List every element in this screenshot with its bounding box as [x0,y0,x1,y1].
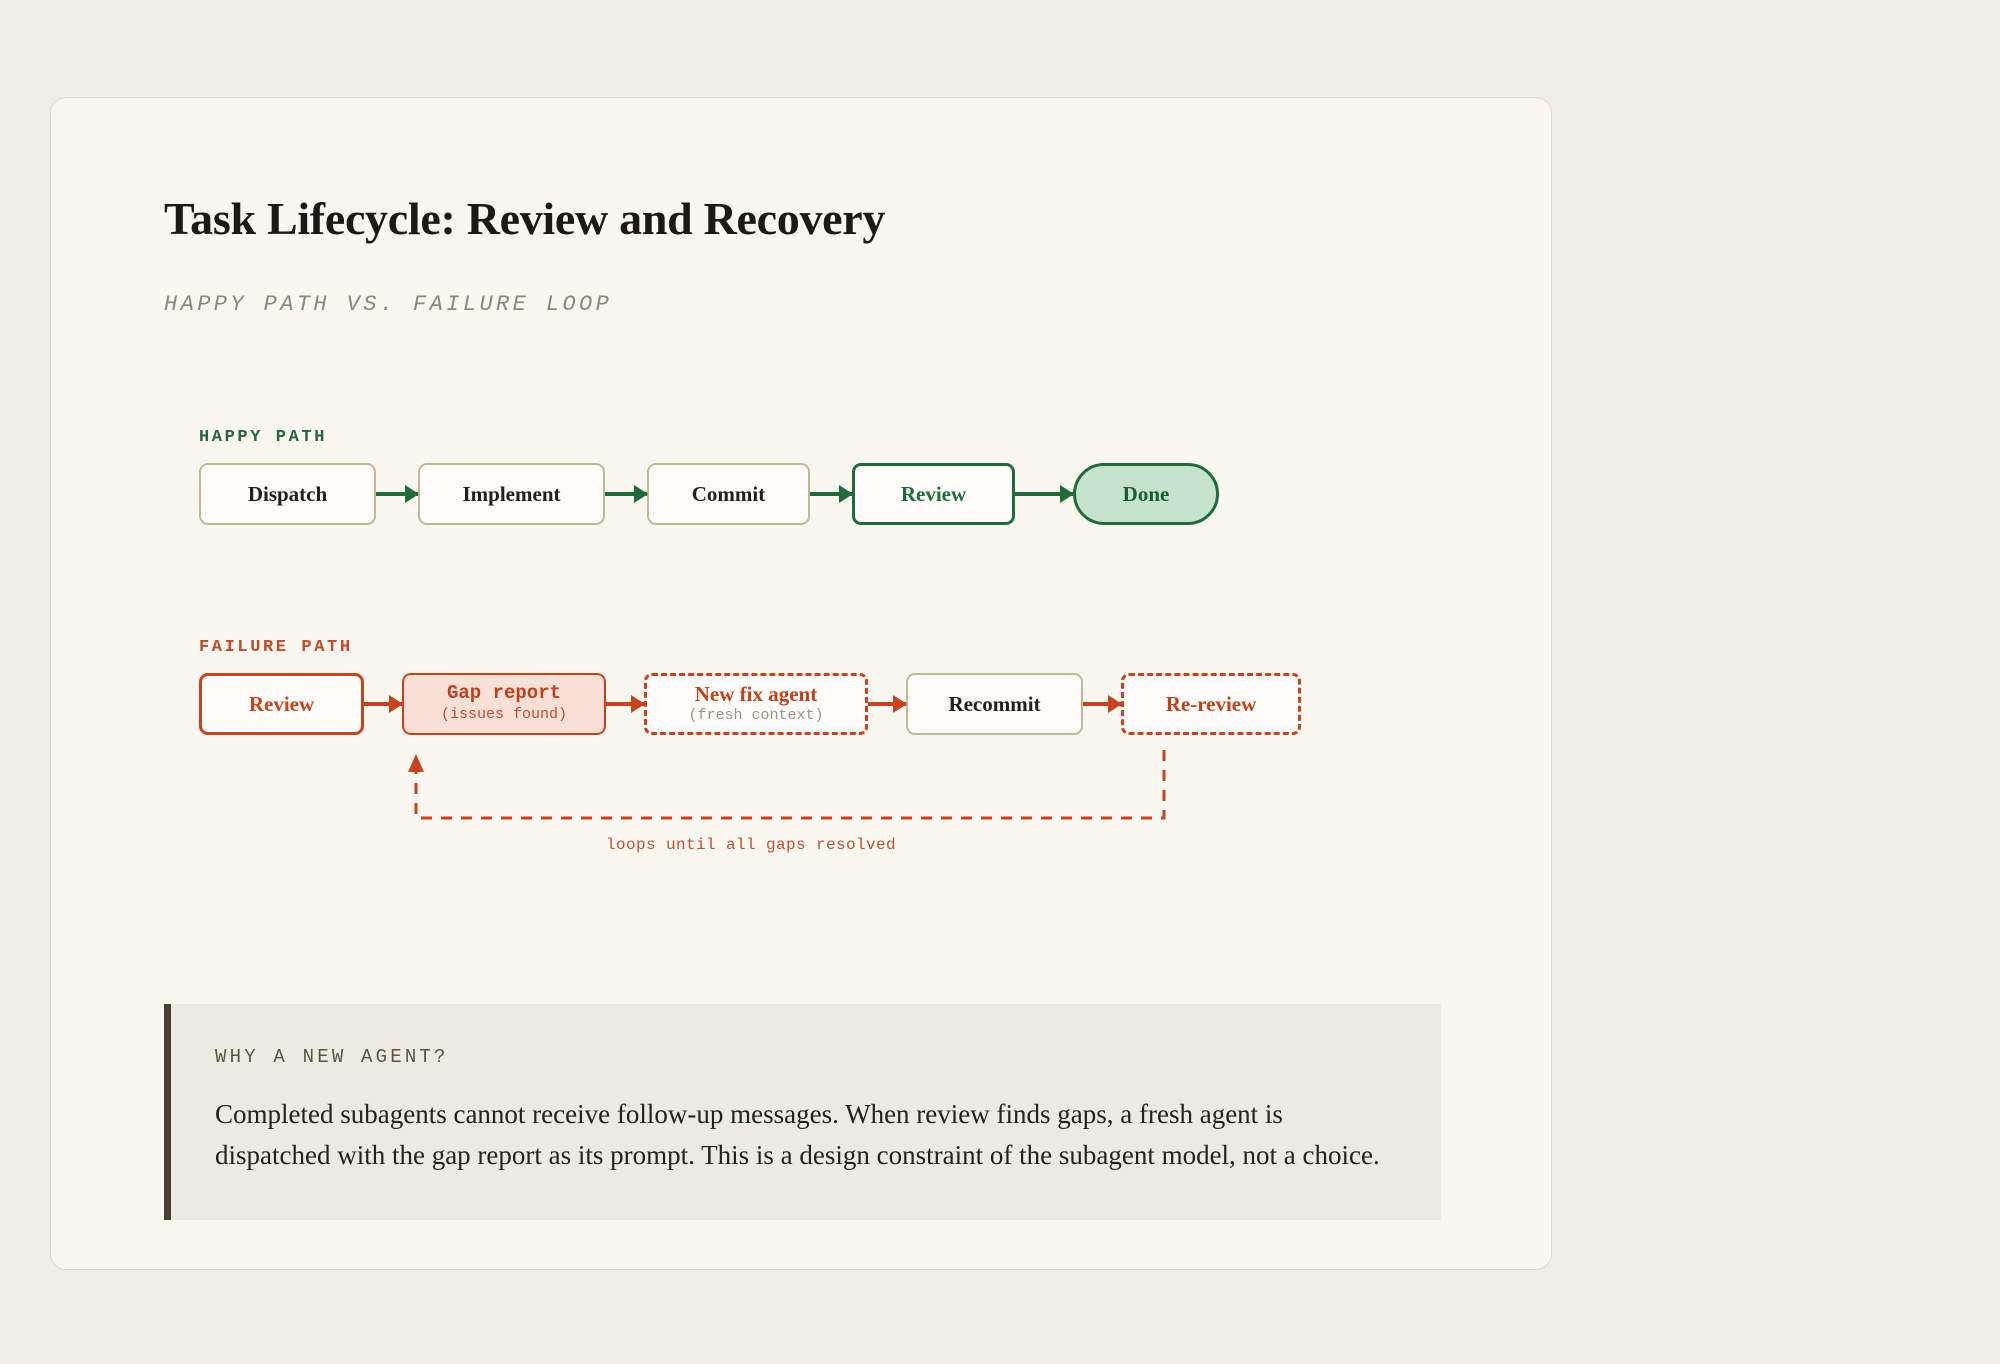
node-done-label: Done [1122,481,1170,506]
failure-path-row: Review Gap report (issues found) New fix… [199,673,1544,735]
arrow-implement-to-commit [605,492,647,496]
failure-path-label: FAILURE PATH [199,638,353,657]
node-review-happy[interactable]: Review [852,463,1015,525]
node-re-review[interactable]: Re-review [1121,673,1301,735]
node-dispatch[interactable]: Dispatch [199,463,376,525]
node-dispatch-label: Dispatch [247,481,328,506]
flow-diagram: HAPPY PATH Dispatch Implement Commit [164,428,1544,854]
happy-path-row: Dispatch Implement Commit Review [199,463,1544,525]
arrow-recommit-to-re-review [1083,702,1121,706]
node-new-fix-agent-sublabel: (fresh context) [688,706,824,724]
arrow-review-to-gap-report [364,702,402,706]
node-recommit-label: Recommit [948,691,1041,716]
loop-back-path [414,750,1166,820]
arrow-dispatch-to-implement [376,492,418,496]
node-review-failure[interactable]: Review [199,673,364,735]
callout-why-a-new-agent: WHY A NEW AGENT? Completed subagents can… [164,1004,1441,1221]
node-gap-report[interactable]: Gap report (issues found) [402,673,606,735]
page-title: Task Lifecycle: Review and Recovery [164,193,886,244]
callout-body: Completed subagents cannot receive follo… [215,1099,1380,1171]
happy-path-lane: HAPPY PATH Dispatch Implement Commit [164,428,1544,525]
node-recommit[interactable]: Recommit [906,673,1083,735]
slide-card: Task Lifecycle: Review and Recovery HAPP… [50,97,1552,1270]
node-new-fix-agent[interactable]: New fix agent (fresh context) [644,673,868,735]
loop-back-arrowhead [408,754,424,772]
node-done[interactable]: Done [1073,463,1219,525]
arrow-review-to-done [1015,492,1073,496]
node-review-failure-label: Review [248,691,315,716]
loop-caption: loops until all gaps resolved [606,836,897,854]
card-header: Task Lifecycle: Review and Recovery HAPP… [164,193,1491,317]
happy-path-label: HAPPY PATH [199,428,328,447]
arrow-commit-to-review [810,492,852,496]
node-gap-report-label: Gap report [446,681,562,704]
node-gap-report-sublabel: (issues found) [440,705,568,723]
node-re-review-label: Re-review [1165,691,1257,716]
node-review-happy-label: Review [900,481,967,506]
failure-path-lane: FAILURE PATH Review Gap report (issues f… [164,638,1544,854]
node-commit-label: Commit [691,481,766,506]
node-implement[interactable]: Implement [418,463,605,525]
callout-heading: WHY A NEW AGENT? [215,1046,449,1068]
loop-back-connector [408,750,1166,820]
node-new-fix-agent-label: New fix agent [694,681,818,706]
arrow-new-fix-agent-to-recommit [868,702,906,706]
node-commit[interactable]: Commit [647,463,810,525]
page-subtitle: HAPPY PATH VS. FAILURE LOOP [164,291,613,317]
node-implement-label: Implement [462,481,561,506]
arrow-gap-report-to-new-fix-agent [606,702,644,706]
